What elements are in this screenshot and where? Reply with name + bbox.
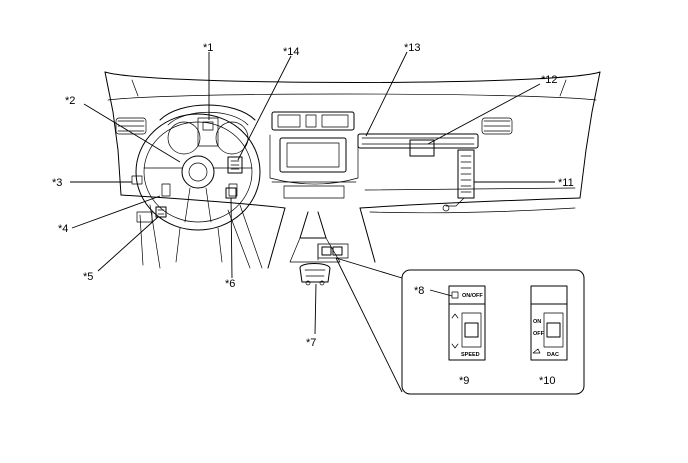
callout-4: *4: [58, 223, 68, 235]
steering-column: [175, 227, 223, 263]
dashboard-outline: [104, 71, 601, 269]
combination-switch: [227, 156, 243, 174]
callout-13: *13: [404, 42, 421, 54]
callout-11: *11: [558, 177, 574, 189]
leader-lines: [70, 51, 555, 335]
callout-10: *10: [539, 375, 556, 387]
detail-box: [401, 269, 585, 395]
off-label: OFF: [533, 331, 545, 337]
speed-label: SPEED: [461, 352, 480, 358]
callout-8: *8: [414, 285, 424, 297]
dac-label: DAC: [547, 352, 559, 358]
callout-12: *12: [541, 74, 558, 86]
vehicle-icon: [532, 348, 541, 354]
floor-actuator: [299, 263, 331, 286]
detail-zoom-lines: [335, 257, 403, 393]
callout-14: *14: [283, 46, 300, 58]
right-dash-module: [357, 133, 479, 212]
callout-7: *7: [306, 337, 316, 349]
lower-switch: [225, 187, 237, 199]
center-stack: [267, 111, 376, 269]
down-arrow-icon: [451, 343, 459, 349]
up-arrow-icon: [451, 313, 459, 319]
callout-9: *9: [459, 375, 469, 387]
left-switch-parts: [131, 175, 167, 218]
callout-2: *2: [65, 95, 75, 107]
callout-3: *3: [52, 177, 62, 189]
onoff-label: ON/OFF: [462, 293, 483, 299]
callout-1: *1: [203, 42, 213, 54]
dac-switch: [530, 285, 568, 361]
steering-wheel: [135, 113, 261, 231]
callout-5: *5: [83, 271, 93, 283]
speed-switch: [448, 285, 486, 361]
on-label: ON: [533, 319, 541, 325]
instrument-cluster: [159, 104, 256, 155]
callout-6: *6: [225, 278, 235, 290]
